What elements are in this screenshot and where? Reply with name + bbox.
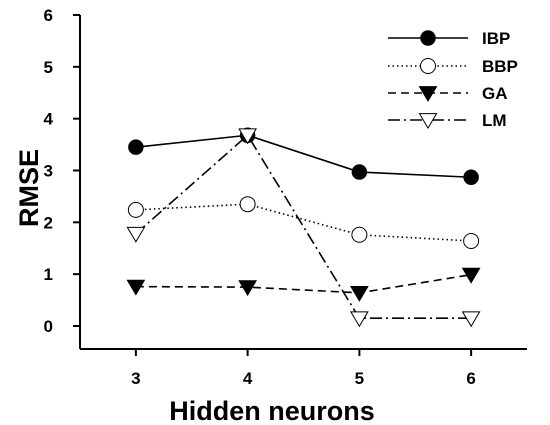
legend-label: GA xyxy=(482,84,508,103)
legend-entry-ibp: IBP xyxy=(388,29,510,48)
axes: 0 1 2 3 4 5 6 3 4 5 6 xyxy=(44,6,527,388)
series-line-ga xyxy=(135,273,472,294)
series-line-lm xyxy=(135,134,472,320)
legend-label: BBP xyxy=(482,57,518,76)
legend-entry-ga: GA xyxy=(388,84,508,103)
x-tick-label: 4 xyxy=(243,369,253,388)
data-point-ga xyxy=(350,285,369,302)
y-tick-label: 4 xyxy=(44,110,54,129)
legend-label: IBP xyxy=(482,29,510,48)
data-point-ibp xyxy=(128,139,144,155)
series-line-bbp xyxy=(135,203,472,242)
data-point-lm xyxy=(350,311,369,328)
legend-marker xyxy=(418,113,438,130)
data-point-lm xyxy=(126,226,146,243)
y-tick-label: 2 xyxy=(44,213,53,232)
x-tick-label: 5 xyxy=(355,369,364,388)
data-point-ibp xyxy=(351,164,368,180)
data-point-lm xyxy=(238,128,257,145)
data-point-ga xyxy=(126,279,146,296)
y-tick-label: 3 xyxy=(44,162,53,181)
series-ibp xyxy=(128,127,479,185)
x-tick-label: 3 xyxy=(131,369,140,388)
legend-entry-bbp: BBP xyxy=(388,57,518,76)
legend-marker xyxy=(420,30,436,46)
data-point-ibp xyxy=(463,169,479,185)
series-lm xyxy=(126,128,481,328)
data-point-lm xyxy=(461,311,481,328)
data-point-ga xyxy=(461,267,481,284)
legend-entry-lm: LM xyxy=(388,111,507,130)
data-point-bbp xyxy=(351,226,368,243)
y-axis-title: RMSE xyxy=(14,149,44,227)
x-tick-label: 6 xyxy=(466,369,475,388)
legend-marker xyxy=(420,58,436,74)
series-bbp xyxy=(127,196,480,249)
data-point-bbp xyxy=(239,196,256,213)
legend-marker xyxy=(418,86,438,103)
y-tick-label: 6 xyxy=(44,6,53,25)
data-point-bbp xyxy=(127,201,144,218)
series-ga xyxy=(126,267,481,302)
data-point-bbp xyxy=(463,232,480,249)
series-layer xyxy=(126,127,481,328)
y-tick-label: 0 xyxy=(44,317,53,336)
series-line-ibp xyxy=(135,134,472,179)
data-point-ga xyxy=(238,280,257,297)
y-tick-label: 5 xyxy=(44,58,53,77)
legend: IBP BBP GA LM xyxy=(388,29,518,130)
y-tick-label: 1 xyxy=(44,265,53,284)
legend-label: LM xyxy=(482,111,507,130)
x-axis-title: Hidden neurons xyxy=(169,396,375,425)
